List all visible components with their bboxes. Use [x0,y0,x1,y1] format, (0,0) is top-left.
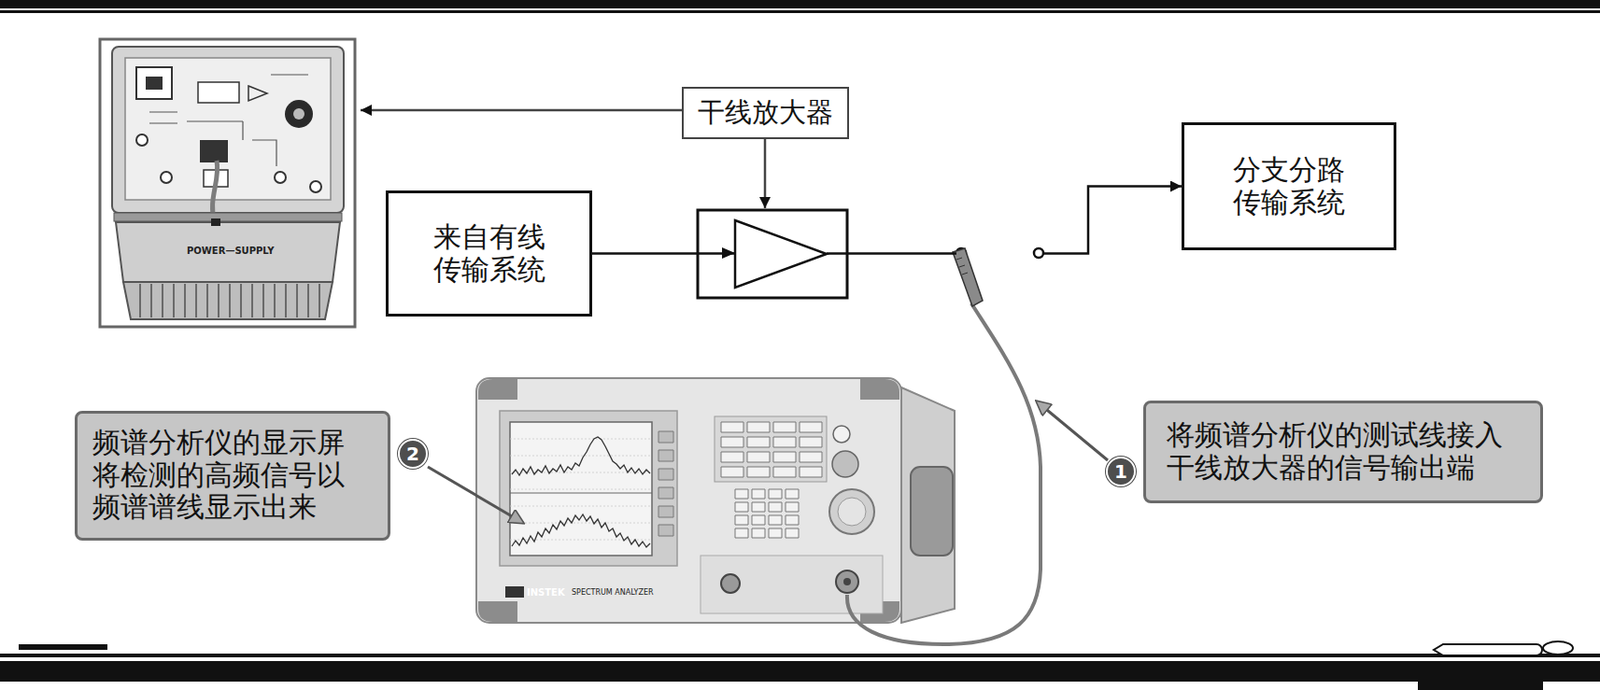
corner-bar [18,644,108,651]
spectrum-trace [511,437,651,476]
transformer [284,99,313,128]
bottom-rule [0,653,1600,658]
corner-block [1417,676,1544,690]
brand-logo [505,586,524,598]
top-rule [0,10,1600,14]
node-text: 频谱分析仪的显示屏 将检测的高频信号以 频谱谱线显示出来 [92,426,373,524]
callout-box: 将频谱分析仪的测试线接入 干线放大器的信号输出端 [1143,400,1544,504]
analyzer-side [901,387,955,624]
circuit-traces [149,74,309,167]
model-marking: SPECTRUM ANALYZER [571,589,654,597]
hinge [113,212,342,222]
node-text: 将频谱分析仪的测试线接入 干线放大器的信号输出端 [1166,419,1520,485]
cooling-fins [140,283,320,318]
leader-arrow [764,135,767,209]
test-port [310,181,322,193]
node-text: 来自有线 传输系统 [419,221,560,287]
keypad [735,489,799,539]
node-text: 分支分路 传输系统 [1218,154,1360,220]
node-text: 2 [406,444,420,464]
target-box: 分支分路 传输系统 [1181,122,1397,251]
power-supply-housing [115,222,340,283]
transformer-core [293,108,305,120]
screen-divider [509,493,652,495]
tuning-knob [829,489,875,535]
module-core [145,76,163,90]
panel-marking: POWER—SUPPLY [186,246,274,256]
rf-input-port [835,570,859,594]
amplifier-symbol [735,220,827,288]
callout-box: 频谱分析仪的显示屏 将检测的高频信号以 频谱谱线显示出来 [74,410,391,541]
circuit-panel [125,57,331,200]
corner-bumpers [478,379,900,623]
amplifier-lid [112,46,344,213]
test-port [274,171,286,184]
function-keys [721,422,822,478]
module [198,82,240,103]
connector-panel [700,555,883,614]
clip-teeth [956,257,968,275]
test-cable [847,303,1041,645]
screen [509,422,652,556]
module [136,67,172,100]
node-text: 1 [1114,462,1128,482]
round-button [832,451,859,478]
power-button [833,425,850,443]
port-pin [843,578,851,586]
top-band [0,0,1600,9]
plug [211,218,221,227]
callout-arrow [1036,401,1108,461]
leader-arrow [360,109,682,113]
bottom-band [0,661,1600,682]
photo-frame [99,39,355,327]
alligator-clip [952,248,983,307]
screen-bezel [499,410,678,567]
test-port [136,134,148,146]
amp-symbol [248,85,268,101]
screen-grid [509,438,652,540]
button-panel [714,416,827,482]
callout-arrow [427,467,524,524]
callout-number: 1 [1105,456,1136,487]
node-text: 干线放大器 [697,97,834,129]
handle [910,467,953,556]
tg-output-port [721,574,740,594]
pen-cap [1543,641,1573,655]
source-box: 来自有线 传输系统 [385,190,593,317]
spectrum-trace [511,514,651,548]
connector-block [199,140,228,163]
heat-sink [123,282,333,320]
brand-name: INSTEK [526,588,566,598]
signal-line [592,186,1182,255]
test-port [160,171,172,184]
analyzer-body [476,378,902,624]
terminal [1033,248,1044,258]
soft-keys [658,431,674,537]
callout-number: 2 [397,438,428,469]
pen-icon [1433,644,1543,656]
knob-center [837,497,866,526]
label-box: 干线放大器 [681,86,850,140]
